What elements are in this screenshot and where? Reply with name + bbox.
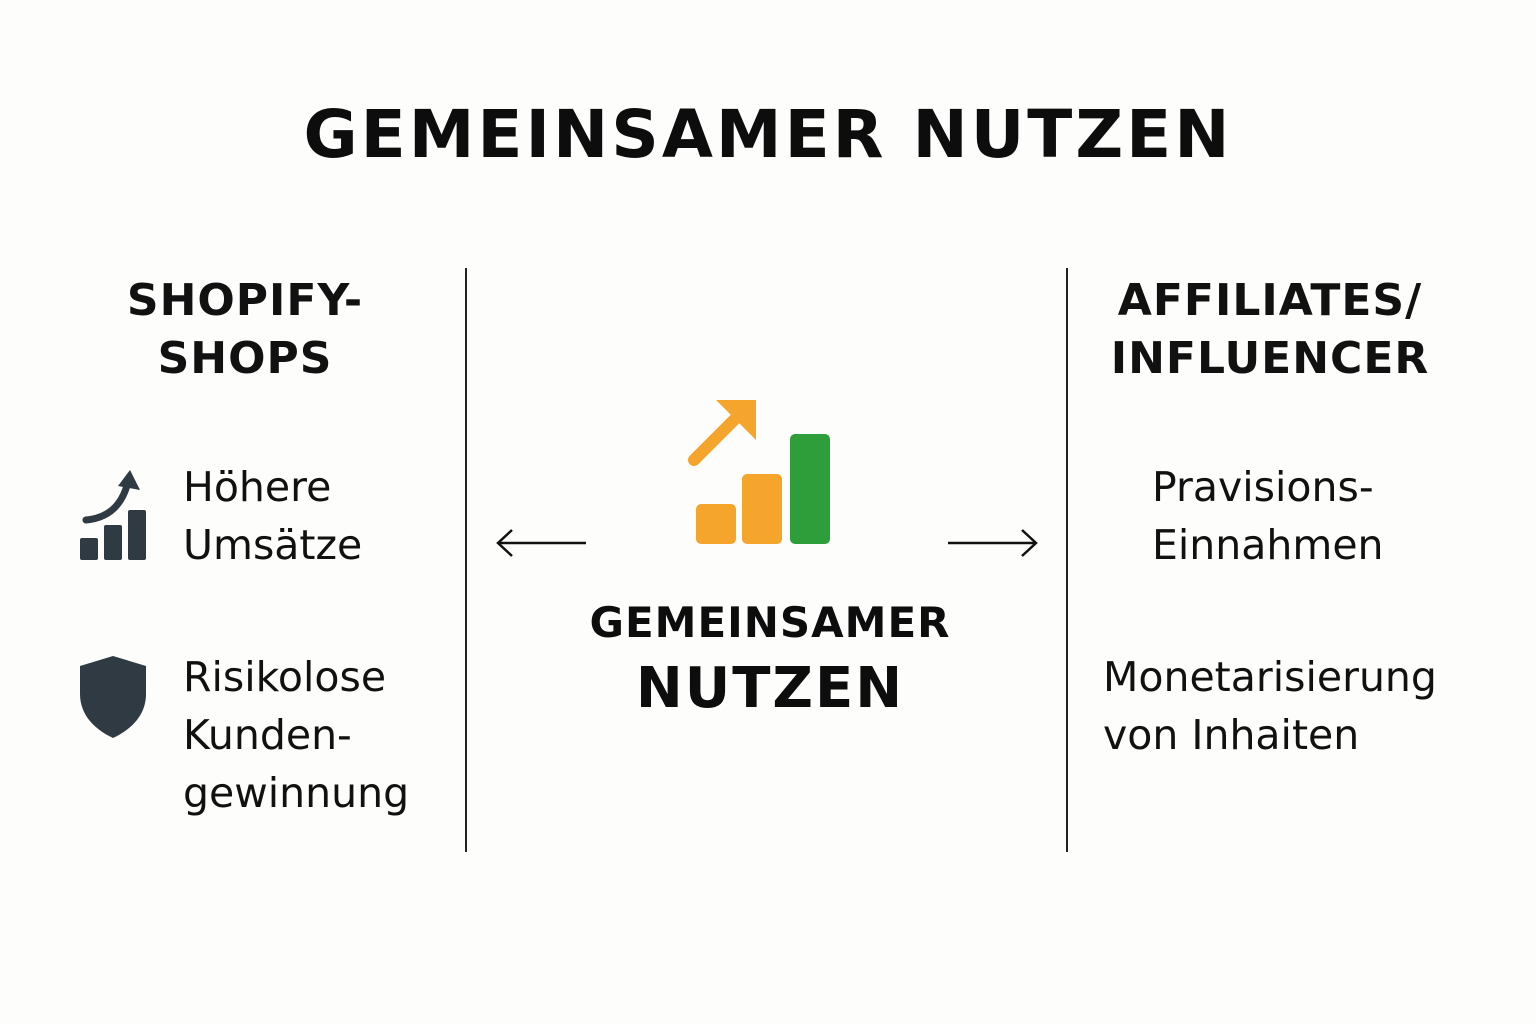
shield-icon — [76, 654, 150, 740]
right-item-content-monetization: Monetarisierung von Inhaiten — [1103, 648, 1437, 764]
page-title: GEMEINSAMER NUTZEN — [303, 96, 1233, 173]
left-item-risk-free-acquisition: Risikolose Kunden- gewinnung — [183, 648, 409, 822]
right-heading-line2: INFLUENCER — [1110, 333, 1430, 384]
right-column-heading: AFFILIATES/ INFLUENCER — [1100, 272, 1440, 388]
left-item-2-line1: Risikolose — [183, 653, 387, 701]
left-item-2-line3: gewinnung — [183, 769, 410, 817]
rising-bar-chart-icon — [688, 396, 834, 548]
left-item-higher-revenue: Höhere Umsätze — [183, 458, 362, 574]
right-item-2-line2: von Inhaiten — [1103, 711, 1360, 759]
left-divider — [465, 268, 467, 852]
left-heading-line1: SHOPIFY- — [126, 275, 364, 326]
growth-chart-icon — [78, 470, 150, 562]
left-item-2-line2: Kunden- — [183, 711, 352, 759]
right-item-1-line1: Pravisions- — [1152, 463, 1374, 511]
left-arrow-icon — [494, 528, 588, 558]
right-divider — [1066, 268, 1068, 852]
left-item-1-line2: Umsätze — [183, 521, 363, 569]
left-item-1-line1: Höhere — [183, 463, 332, 511]
right-item-commission-income: Pravisions- Einnahmen — [1152, 458, 1384, 574]
right-item-2-line1: Monetarisierung — [1103, 653, 1437, 701]
right-heading-line1: AFFILIATES/ — [1117, 275, 1423, 326]
left-heading-line2: SHOPS — [157, 333, 333, 384]
right-item-1-line2: Einnahmen — [1152, 521, 1384, 569]
center-label-line2: NUTZEN — [635, 656, 905, 721]
right-arrow-icon — [946, 528, 1040, 558]
center-label-line1: GEMEINSAMER — [589, 598, 951, 647]
left-column-heading: SHOPIFY- SHOPS — [100, 272, 390, 388]
